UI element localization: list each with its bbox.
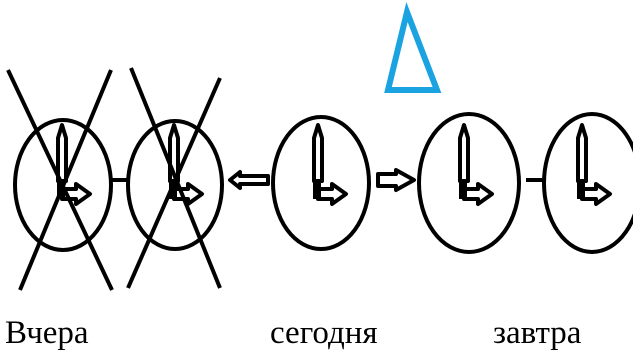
clock-today <box>271 115 371 251</box>
cross-line <box>6 69 114 291</box>
clock-yesterday-2 <box>126 67 224 289</box>
clock-face <box>417 112 521 254</box>
delta-triangle-icon <box>384 1 442 93</box>
clock-tomorrow-1 <box>417 112 521 254</box>
cross-line <box>18 69 113 291</box>
cross-line <box>126 77 222 289</box>
label-today: сегодня <box>270 315 378 351</box>
left-arrow-icon <box>228 170 270 190</box>
right-arrow-icon <box>376 168 416 192</box>
clock-face <box>542 112 633 254</box>
clock-yesterday-1 <box>6 69 114 291</box>
label-tomorrow: завтра <box>493 315 582 351</box>
label-yesterday: Вчера <box>5 315 89 351</box>
clock-tomorrow-2 <box>542 112 633 254</box>
